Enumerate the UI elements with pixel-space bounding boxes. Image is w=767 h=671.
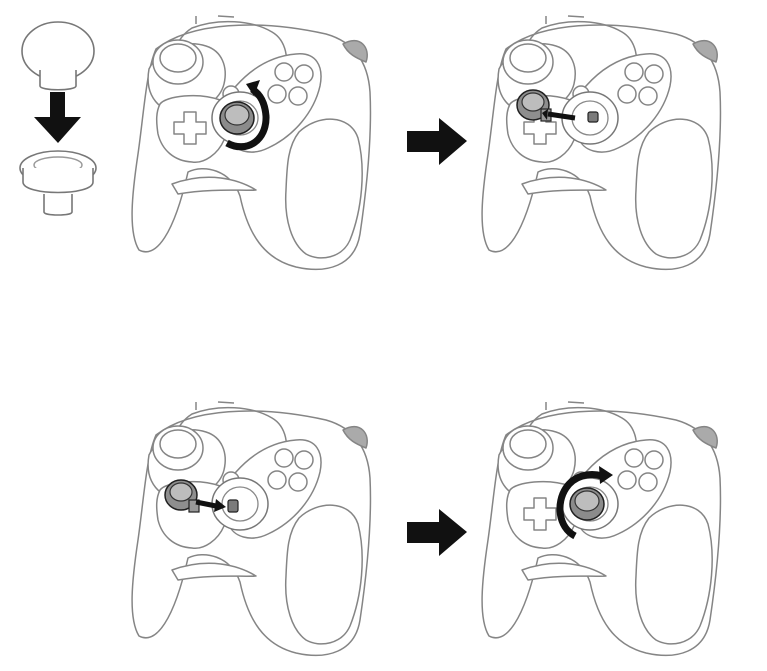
stick-base-icon bbox=[211, 477, 269, 531]
right-arrow-top bbox=[407, 118, 468, 165]
controller-step-rotate-unlock bbox=[131, 14, 376, 276]
large-cap-icon bbox=[21, 21, 95, 91]
controller-illustration bbox=[131, 401, 372, 657]
cap-icon bbox=[569, 487, 605, 521]
right-arrow-bottom bbox=[407, 509, 468, 556]
cap-selection-icons bbox=[19, 21, 97, 216]
short-cap-icon bbox=[19, 150, 97, 216]
controller-step-remove-cap bbox=[481, 14, 726, 276]
controller-illustration bbox=[481, 401, 722, 657]
controller-illustration bbox=[131, 15, 372, 271]
cap-icon bbox=[164, 479, 200, 513]
curved-rotate-arrow-icon bbox=[225, 80, 270, 151]
right-arrow-icon bbox=[407, 509, 467, 556]
cap-selection bbox=[18, 18, 103, 216]
stick-base-icon bbox=[561, 91, 619, 145]
cap-icon bbox=[219, 101, 255, 135]
straight-arrow-icon bbox=[195, 499, 226, 512]
controller-step-rotate-lock bbox=[481, 400, 726, 662]
arrow-down-icon bbox=[34, 92, 81, 143]
right-arrow-icon bbox=[407, 118, 467, 165]
controller-illustration bbox=[481, 15, 722, 271]
controller-step-insert-cap bbox=[131, 400, 376, 662]
curved-rotate-arrow-icon bbox=[556, 466, 613, 540]
straight-arrow-icon bbox=[542, 109, 576, 121]
